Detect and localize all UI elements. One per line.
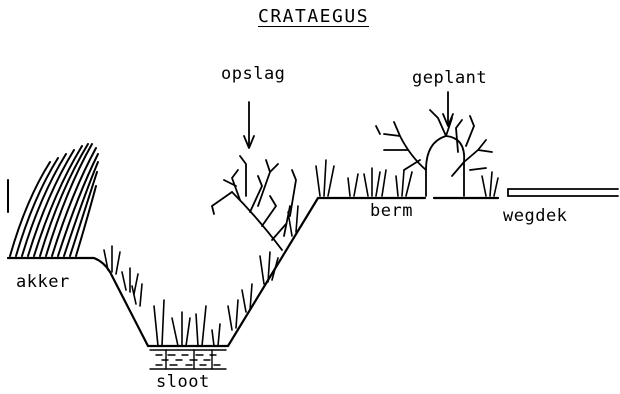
diagram-title: CRATAEGUS (258, 6, 369, 27)
label-berm: berm (370, 201, 413, 221)
label-wegdek: wegdek (503, 206, 567, 226)
label-opslag: opslag (221, 64, 285, 84)
grass-tufts (104, 160, 498, 346)
road-surface (508, 189, 618, 196)
opslag-arrow (244, 102, 254, 148)
crop-field (10, 144, 98, 256)
ditch-water (150, 350, 226, 369)
opslag-shrub (212, 156, 296, 250)
label-geplant: geplant (412, 68, 487, 88)
label-akker: akker (16, 272, 70, 292)
geplant-trees (376, 110, 492, 196)
label-sloot: sloot (156, 372, 210, 392)
